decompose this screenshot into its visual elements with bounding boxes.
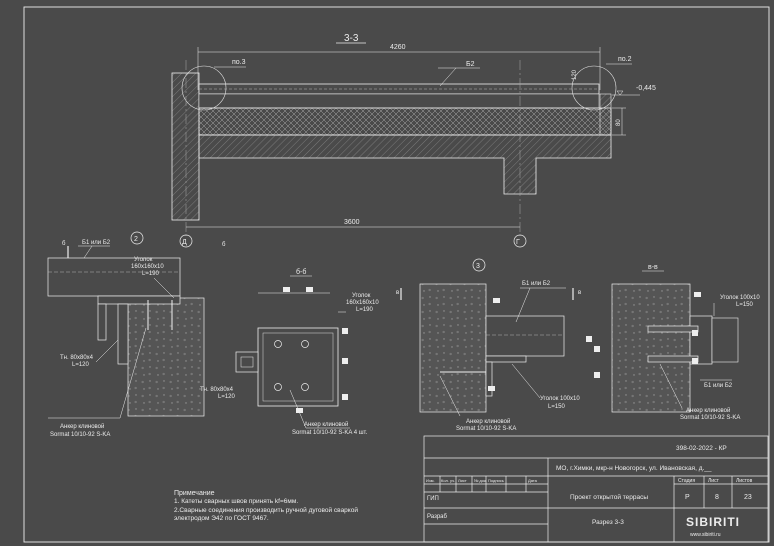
- svg-text:L=120: L=120: [72, 362, 90, 368]
- svg-text:Листов: Листов: [736, 478, 753, 484]
- sheet-value: 8: [715, 494, 719, 501]
- stage-value: Р: [685, 494, 690, 501]
- notes-heading: Примечание: [174, 490, 215, 497]
- title-block-text: 398-02-2022 - КР МО, г.Химки, мкр-н Ново…: [426, 445, 753, 538]
- left-column: [171, 72, 200, 221]
- section-v-v: в-в Уголок 100х10 L=150 Б1 или Б2 Анкер …: [594, 264, 760, 421]
- section-66-title: б-б: [296, 268, 306, 276]
- node-2-beam: [47, 257, 181, 297]
- note-line-3: электродом Э42 по ГОСТ 9467.: [174, 515, 269, 522]
- beam-label: Б2: [466, 61, 475, 68]
- slab-layer: [198, 107, 612, 136]
- svg-text:L=190: L=190: [356, 307, 374, 313]
- project-name: Проект открытой террасы: [570, 493, 648, 501]
- section-3-3: 3-3 4260 по.3 по.2 Б2 120 -0,445: [171, 33, 656, 248]
- node-2-cut-mark: б: [62, 241, 66, 247]
- svg-text:160х160х10: 160х160х10: [131, 264, 164, 270]
- section-66-tube: [235, 351, 259, 373]
- title-block: [423, 435, 769, 543]
- node-3-beam: [485, 315, 565, 357]
- section-66-angle-label: Уголок: [352, 293, 371, 299]
- node-3-marker: [472, 258, 486, 272]
- axis-marker-left: [179, 234, 193, 248]
- dim-80: 80: [616, 119, 622, 126]
- svg-text:б: б: [222, 242, 226, 248]
- address: МО, г.Химки, мкр-н Новогорск, ул. Иванов…: [556, 465, 712, 472]
- axis-marker-right: [513, 234, 527, 248]
- node-2-anchor-label: Анкер клиновой: [60, 423, 104, 430]
- node-3-anchor-label: Анкер клиновой: [466, 418, 510, 425]
- node-3-wall: [419, 283, 487, 413]
- callout-right-label: по.2: [618, 56, 632, 63]
- node-2-plate-label: Тн. 80х80х4: [60, 355, 94, 361]
- svg-text:160х160х10: 160х160х10: [346, 300, 379, 306]
- svg-text:L=120: L=120: [218, 394, 236, 400]
- svg-text:Sormat 10/10-92 S-KA: Sormat 10/10-92 S-KA: [680, 415, 740, 421]
- sheet-frame: [23, 6, 770, 543]
- node-2-number: 2: [134, 236, 138, 243]
- svg-text:Лист: Лист: [708, 478, 720, 484]
- section-bb-angle-label: Уголок 100х10: [720, 295, 760, 301]
- section-bb-wall: [611, 283, 691, 413]
- svg-text:L=190: L=190: [142, 271, 160, 277]
- company-url: www.sibiriti.ru: [690, 532, 721, 538]
- dimension-bottom-label: 3600: [344, 219, 360, 226]
- razrab-label: Разраб: [427, 514, 447, 520]
- node-2-angle: [97, 295, 181, 305]
- axis-right-label: Г: [516, 239, 520, 246]
- svg-text:Подпись: Подпись: [488, 478, 504, 483]
- doc-code: 398-02-2022 - КР: [676, 445, 727, 452]
- callout-circle-right: [571, 65, 617, 111]
- svg-text:Лист: Лист: [458, 478, 467, 483]
- svg-text:в: в: [396, 290, 399, 296]
- svg-text:Изм.: Изм.: [426, 478, 435, 483]
- sheets-value: 23: [744, 494, 752, 501]
- section-bb-title: в-в: [648, 264, 658, 271]
- company-logo: SIBIRITI: [686, 515, 740, 529]
- axis-left-label: Д: [182, 239, 187, 246]
- gip-label: ГИП: [427, 496, 439, 502]
- node-3-angle: [485, 355, 527, 363]
- concrete-slab: [198, 134, 612, 195]
- section-b-b: б-б Уголок 160х160х10 L=190 Тн. 80х80х4 …: [200, 268, 379, 436]
- svg-text:№ док.: № док.: [474, 478, 487, 483]
- section-66-anchor-label: Анкер клиновой: [304, 421, 348, 428]
- note-line-2: 2.Сварные соединения производить ручной …: [174, 506, 358, 514]
- callout-circle-left: [181, 65, 227, 111]
- level-mark: -0,445: [636, 85, 656, 92]
- sheet-title: Разрез 3-3: [592, 519, 624, 526]
- section-title: 3-3: [344, 33, 359, 44]
- node-2-beam-label: Б1 или Б2: [82, 240, 111, 246]
- node-3-beam-label: Б1 или Б2: [522, 281, 551, 287]
- node-2-marker: [130, 231, 144, 245]
- svg-text:Sormat 10/10-92 S-KA: Sormat 10/10-92 S-KA: [456, 426, 516, 432]
- node-3-number: 3: [476, 263, 480, 270]
- section-bb-beam-label: Б1 или Б2: [704, 383, 733, 389]
- node-3-angle-label: Уголок 100х10: [540, 396, 580, 402]
- section-bb-anchor-label: Анкер клиновой: [686, 407, 730, 414]
- node-2-angle-label: Уголок: [134, 257, 153, 263]
- svg-text:Sormat 10/10-92 S-KA: Sormat 10/10-92 S-KA: [50, 432, 110, 438]
- section-66-plate-label: Тн. 80х80х4: [200, 387, 234, 393]
- svg-text:Стадия: Стадия: [678, 478, 695, 484]
- node-3-detail: 3 в в Б1 или Б2 Уголок 100х10 L=150 Анке…: [396, 258, 592, 432]
- node-2-wall: [127, 297, 205, 417]
- svg-text:Дата: Дата: [528, 478, 538, 483]
- node-2-detail: 2 б б Б1 или Б2 Уголок 160х160х10 L=190 …: [47, 231, 226, 438]
- svg-text:L=150: L=150: [548, 404, 566, 410]
- dimension-top-label: 4260: [390, 44, 406, 51]
- dim-120: 120: [572, 69, 578, 80]
- svg-text:в: в: [578, 290, 581, 296]
- callout-left-label: по.3: [232, 59, 246, 66]
- svg-text:Sormat 10/10-92 S-KA 4 шт.: Sormat 10/10-92 S-KA 4 шт.: [292, 430, 368, 436]
- notes: Примечание 1. Катеты сварных швов принят…: [174, 490, 358, 522]
- svg-text:L=150: L=150: [736, 302, 754, 308]
- note-line-1: 1. Катеты сварных швов принять kf=6мм.: [174, 498, 298, 505]
- section-66-plate: [257, 327, 339, 407]
- svg-text:Кол. уч.: Кол. уч.: [441, 478, 455, 483]
